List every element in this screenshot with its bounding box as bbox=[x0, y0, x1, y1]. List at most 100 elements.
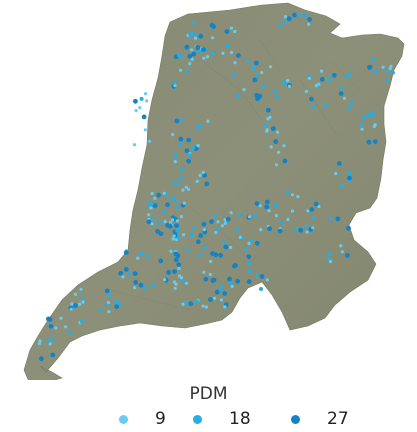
map-point bbox=[242, 88, 246, 92]
map-point bbox=[114, 304, 120, 309]
map-point bbox=[68, 330, 72, 335]
map-point bbox=[184, 148, 190, 154]
map-point bbox=[342, 96, 347, 100]
map-point bbox=[277, 150, 281, 154]
map-point bbox=[366, 139, 372, 145]
map-point bbox=[201, 47, 206, 52]
map-point bbox=[126, 271, 131, 276]
map-point bbox=[176, 227, 181, 232]
map-point bbox=[384, 68, 389, 73]
map-point bbox=[157, 220, 162, 225]
map-point bbox=[223, 221, 227, 225]
map-point bbox=[202, 172, 208, 178]
map-point bbox=[195, 179, 199, 183]
legend-dot-large-icon bbox=[291, 414, 300, 424]
map-point bbox=[319, 76, 325, 82]
map-point bbox=[198, 33, 204, 39]
map-point bbox=[264, 199, 270, 205]
map-point bbox=[286, 16, 292, 22]
map-point bbox=[230, 284, 234, 288]
map-point bbox=[339, 244, 343, 248]
map-point bbox=[258, 204, 262, 208]
map-point bbox=[195, 239, 201, 245]
map-point bbox=[205, 55, 210, 59]
map-point bbox=[222, 291, 228, 296]
map-point bbox=[50, 336, 55, 341]
map-point bbox=[222, 240, 227, 245]
map-point bbox=[335, 216, 341, 222]
map-point bbox=[179, 167, 184, 172]
map-point bbox=[196, 126, 201, 131]
map-point bbox=[178, 136, 184, 142]
map-point bbox=[389, 64, 393, 68]
map-point bbox=[104, 288, 110, 294]
map-point bbox=[210, 251, 215, 256]
map-point bbox=[152, 203, 158, 209]
map-point bbox=[360, 122, 364, 127]
map-point bbox=[277, 228, 283, 234]
map-point bbox=[144, 92, 148, 96]
map-point bbox=[317, 82, 321, 86]
map-point bbox=[350, 100, 355, 105]
map-point bbox=[213, 296, 217, 300]
map-point bbox=[298, 227, 304, 233]
map-point bbox=[221, 51, 225, 55]
map-point bbox=[203, 276, 209, 282]
map-point bbox=[319, 69, 324, 73]
map-point bbox=[201, 170, 205, 174]
map-point bbox=[344, 75, 349, 80]
map-point bbox=[266, 117, 270, 121]
map-point bbox=[251, 65, 256, 70]
map-point bbox=[229, 26, 234, 30]
map-point bbox=[297, 13, 302, 17]
map-point bbox=[286, 79, 290, 83]
map-point bbox=[290, 193, 295, 197]
map-point bbox=[254, 92, 259, 98]
map-point bbox=[227, 276, 232, 282]
map-point bbox=[178, 175, 183, 180]
map-point bbox=[47, 317, 53, 322]
map-point bbox=[192, 20, 197, 25]
region-map bbox=[23, 2, 405, 380]
map-point bbox=[280, 220, 284, 225]
map-point bbox=[150, 283, 155, 288]
map-point bbox=[234, 227, 239, 232]
map-point bbox=[176, 53, 181, 58]
map-point bbox=[232, 263, 238, 268]
map-point bbox=[360, 127, 364, 131]
map-point bbox=[191, 51, 197, 57]
map-point bbox=[290, 209, 295, 213]
map-point bbox=[381, 65, 385, 69]
map-point bbox=[210, 36, 215, 40]
map-point bbox=[181, 188, 185, 192]
map-point bbox=[73, 303, 78, 308]
map-point bbox=[326, 256, 331, 261]
map-point bbox=[339, 184, 344, 188]
map-point bbox=[182, 201, 186, 205]
map-point bbox=[265, 107, 271, 113]
map-point bbox=[79, 287, 83, 291]
map-point bbox=[348, 72, 352, 77]
map-point bbox=[70, 302, 74, 306]
map-point bbox=[208, 272, 212, 277]
map-point bbox=[152, 216, 157, 221]
map-point bbox=[149, 206, 153, 210]
map-point bbox=[170, 196, 175, 201]
map-point bbox=[328, 216, 333, 221]
map-point bbox=[231, 72, 236, 77]
map-point bbox=[244, 247, 249, 252]
map-point bbox=[238, 235, 242, 239]
map-point bbox=[215, 227, 220, 231]
map-point bbox=[260, 71, 264, 75]
map-point bbox=[202, 270, 206, 274]
map-point bbox=[201, 221, 207, 227]
map-point bbox=[139, 251, 144, 256]
map-point bbox=[141, 114, 147, 120]
map-point bbox=[206, 119, 210, 123]
map-point bbox=[174, 205, 179, 210]
map-point bbox=[283, 15, 288, 19]
map-point bbox=[314, 84, 318, 88]
map-point bbox=[361, 116, 366, 120]
map-point bbox=[193, 36, 198, 40]
map-point bbox=[156, 192, 162, 198]
